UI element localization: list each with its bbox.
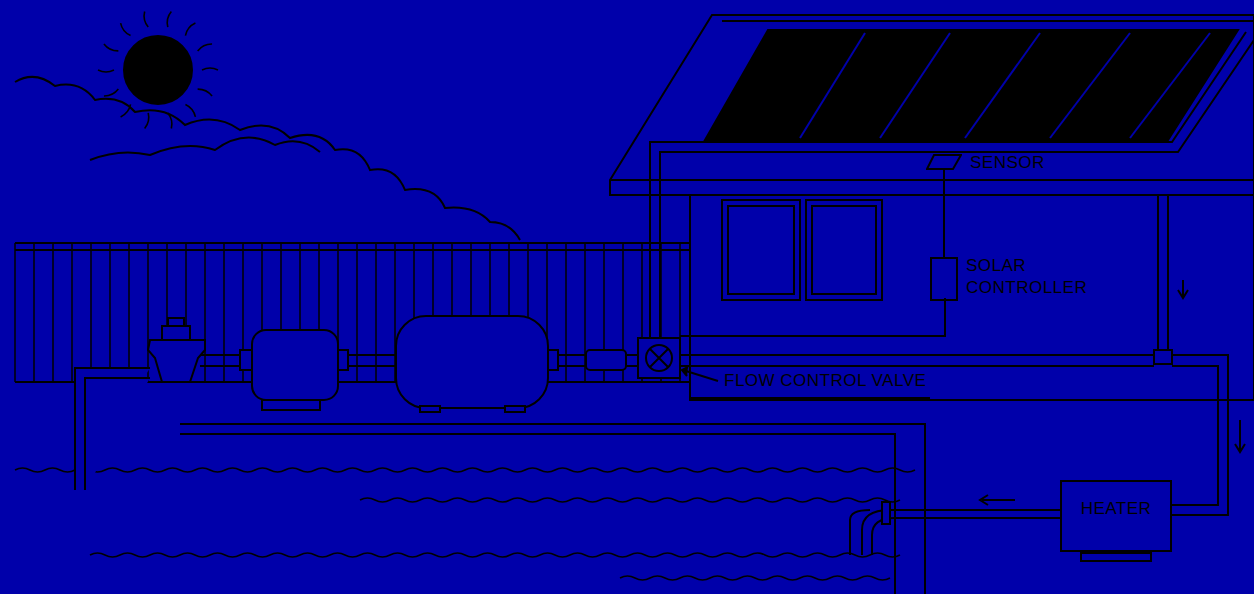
solar-pipes	[650, 32, 1254, 515]
pump-motor	[252, 330, 338, 400]
node-text: SENSOR	[970, 152, 1045, 174]
sun	[124, 36, 192, 104]
signal-wire	[943, 170, 945, 257]
strainer-pot	[148, 340, 205, 382]
control-wire	[680, 298, 945, 336]
flow-control-valve	[638, 338, 680, 378]
sensor-symbol	[926, 154, 962, 170]
house	[610, 15, 1254, 400]
controller-box	[930, 257, 958, 301]
heater-base	[1080, 552, 1152, 562]
node-text: HEATER	[1062, 482, 1170, 520]
ground-line	[690, 398, 1254, 400]
fence	[15, 243, 690, 382]
heater-pipes	[850, 502, 1060, 555]
node-label: HEATER	[1062, 498, 1170, 520]
solar-panel	[705, 30, 1238, 140]
node-label: SOLAR CONTROLLER	[966, 255, 1087, 299]
flow-arrow	[980, 280, 1245, 505]
cloud	[15, 77, 520, 240]
filter-tank	[396, 316, 548, 408]
pool	[15, 424, 925, 594]
heater-box: HEATER	[1060, 480, 1172, 552]
node-text: SOLAR CONTROLLER	[966, 255, 1087, 299]
node-label: SENSOR	[970, 152, 1045, 174]
cloud	[90, 138, 320, 160]
sensor: SENSOR	[926, 152, 1045, 174]
equipment	[75, 316, 680, 490]
shape-outline	[926, 154, 962, 170]
solar-controller: SOLAR CONTROLLER	[930, 255, 1087, 301]
leader-line	[682, 367, 718, 381]
part-label: FLOW CONTROL VALVE	[724, 371, 926, 391]
shape-outline	[930, 257, 958, 301]
